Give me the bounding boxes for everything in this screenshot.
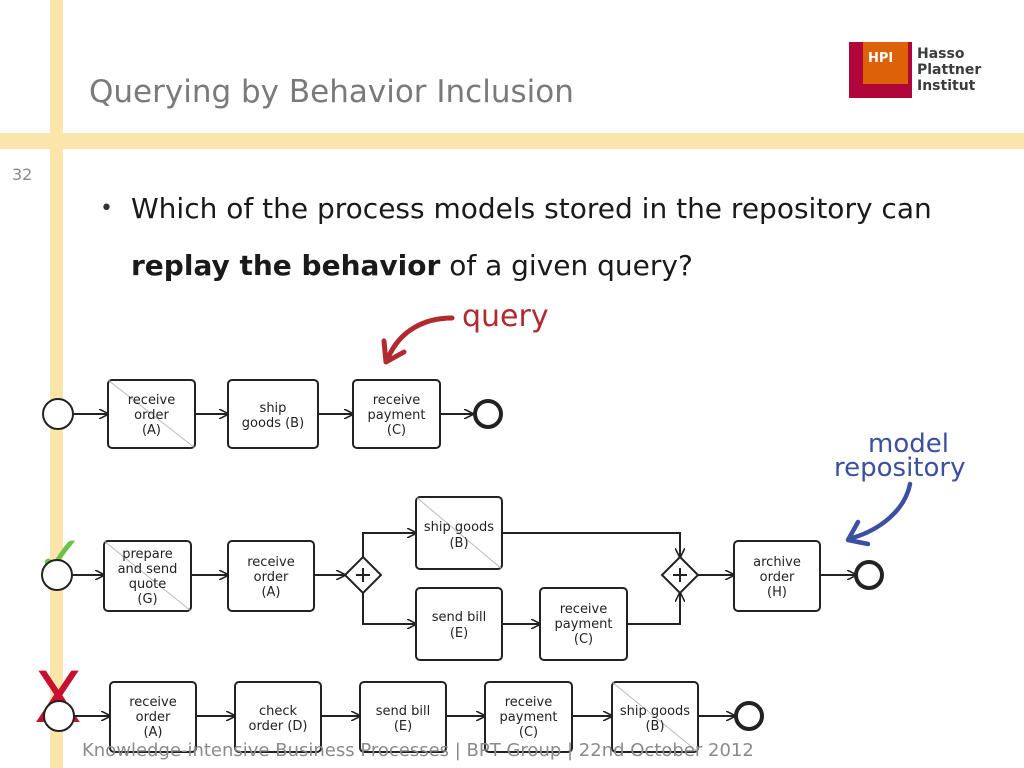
sequence-flow <box>627 593 680 625</box>
logo-abbrev: HPI <box>868 51 894 66</box>
task-label: receive <box>247 555 295 570</box>
parallel-join-gateway <box>660 555 700 595</box>
bullet-text-part-1: Which of the process models stored in th… <box>131 192 932 225</box>
sequence-flow <box>362 593 416 624</box>
task-label: (B) <box>645 719 664 734</box>
task-label: ship <box>260 401 287 416</box>
task-receive-payment-c: receive payment (C) <box>484 681 573 753</box>
task-label: (C) <box>574 632 593 647</box>
task-label: goods (B) <box>242 416 304 431</box>
sequence-flow <box>362 533 416 557</box>
header-accent-bar <box>0 133 1024 149</box>
end-event <box>734 701 764 731</box>
sequence-flow <box>502 532 680 557</box>
query-model: receive order (A) ship goods (B) receive… <box>42 379 503 449</box>
hpi-logo: HPI Hasso Plattner Institut <box>849 42 989 102</box>
task-receive-payment-c: receive payment (C) <box>352 379 441 449</box>
logo-line-2: Plattner <box>917 62 982 78</box>
task-label: ship goods <box>620 704 690 719</box>
task-label: order <box>136 710 171 725</box>
task-archive-order-h: archive order (H) <box>733 540 821 612</box>
end-event <box>854 560 884 590</box>
task-label: payment <box>500 710 558 725</box>
task-label: prepare <box>122 547 173 562</box>
task-label: order <box>134 408 169 423</box>
task-label: (H) <box>767 585 787 600</box>
task-label: (E) <box>394 719 412 734</box>
parallel-split-gateway <box>343 555 383 595</box>
task-label: receive <box>128 393 176 408</box>
task-label: archive <box>753 555 801 570</box>
task-label: (C) <box>519 725 538 740</box>
task-label: quote <box>129 577 167 592</box>
task-label: (A) <box>261 585 280 600</box>
logo-line-1: Hasso <box>917 46 965 62</box>
repository-model-2: receive order (A) check order (D) send b… <box>43 681 764 753</box>
task-receive-order-a: receive order (A) <box>109 681 197 753</box>
repository-annotation: repository <box>834 453 965 483</box>
end-event <box>473 399 503 429</box>
repository-model-1: prepare and send quote (G) receive order… <box>41 496 884 661</box>
repository-arrowhead <box>845 519 871 547</box>
slide-footer: Knowledge-intensive Business Processes |… <box>82 740 754 761</box>
task-ship-goods-b: ship goods (B) <box>611 681 699 753</box>
task-label: (A) <box>143 725 162 740</box>
task-label: order <box>760 570 795 585</box>
bullet-text-part-2: of a given query? <box>440 249 693 282</box>
slide-title: Querying by Behavior Inclusion <box>89 74 574 110</box>
task-label: (E) <box>450 626 468 641</box>
task-label: (G) <box>137 592 157 607</box>
task-send-bill-e: send bill (E) <box>415 587 503 661</box>
task-ship-goods-b: ship goods (B) <box>227 379 319 449</box>
task-label: (A) <box>142 423 161 438</box>
slide-number: 32 <box>12 165 33 184</box>
task-label: receive <box>129 695 177 710</box>
bullet-point: • Which of the process models stored in … <box>100 180 980 294</box>
task-label: (B) <box>449 536 468 551</box>
start-event <box>42 398 74 430</box>
task-label: receive <box>505 695 553 710</box>
task-label: and send <box>118 562 178 577</box>
task-receive-order-a: receive order (A) <box>107 379 196 449</box>
task-label: order (D) <box>249 719 308 734</box>
bullet-text: Which of the process models stored in th… <box>131 180 980 294</box>
logo-line-3: Institut <box>917 78 976 94</box>
task-label: payment <box>555 617 613 632</box>
logo-name: Hasso Plattner Institut <box>917 46 981 94</box>
task-receive-order-a: receive order (A) <box>227 540 315 612</box>
query-arrow <box>385 315 455 361</box>
task-label: check <box>259 704 298 719</box>
query-arrowhead <box>381 338 407 365</box>
task-label: order <box>254 570 289 585</box>
logo-orange-block <box>863 42 908 84</box>
task-label: ship goods <box>424 520 494 535</box>
task-receive-payment-c: receive payment (C) <box>539 587 628 661</box>
task-label: (C) <box>387 423 406 438</box>
repository-arrow <box>849 481 913 541</box>
task-label: receive <box>373 393 421 408</box>
start-event <box>41 559 73 591</box>
bullet-dot: • <box>100 196 113 221</box>
task-label: payment <box>368 408 426 423</box>
task-label: send bill <box>376 704 430 719</box>
query-annotation: query <box>462 299 549 334</box>
model-annotation: model <box>868 429 949 459</box>
task-ship-goods-b: ship goods (B) <box>415 496 503 570</box>
task-label: send bill <box>432 610 486 625</box>
start-event <box>43 700 75 732</box>
bullet-text-bold: replay the behavior <box>131 249 441 282</box>
task-label: receive <box>560 602 608 617</box>
task-check-order-d: check order (D) <box>234 681 322 753</box>
task-prepare-quote-g: prepare and send quote (G) <box>103 540 192 612</box>
